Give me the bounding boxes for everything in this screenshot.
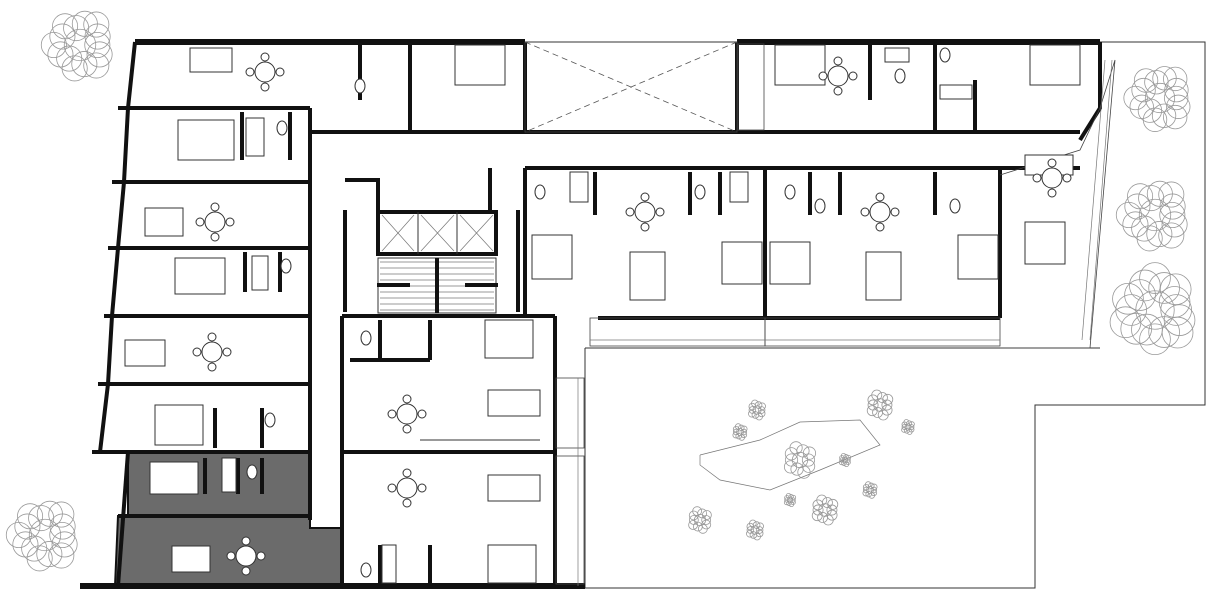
tree bbox=[1115, 180, 1188, 252]
tree bbox=[811, 494, 839, 526]
dining-table bbox=[195, 202, 235, 242]
dining-table bbox=[860, 192, 900, 232]
toilet bbox=[894, 68, 906, 84]
tree bbox=[5, 500, 78, 572]
tree bbox=[901, 419, 915, 435]
tree bbox=[783, 441, 817, 479]
courtyard-landscape bbox=[688, 389, 915, 541]
living-furniture bbox=[124, 47, 1074, 576]
toilet bbox=[280, 258, 292, 274]
dining-table bbox=[245, 52, 285, 92]
dining-table bbox=[818, 56, 858, 96]
tree bbox=[732, 423, 748, 441]
tree bbox=[40, 10, 113, 82]
dining-table bbox=[226, 536, 266, 576]
beds bbox=[149, 44, 1081, 584]
toilet bbox=[360, 562, 372, 578]
tree bbox=[838, 452, 852, 468]
stairs bbox=[343, 168, 520, 314]
dining-table bbox=[387, 468, 427, 508]
toilet bbox=[784, 184, 796, 200]
tree bbox=[866, 389, 894, 421]
toilet bbox=[354, 78, 366, 94]
elevator-core bbox=[376, 210, 498, 256]
balconies bbox=[555, 43, 1116, 586]
tree bbox=[783, 492, 797, 508]
tree bbox=[746, 519, 764, 541]
tree bbox=[862, 481, 878, 499]
toilet bbox=[264, 412, 276, 428]
tree bbox=[1109, 262, 1196, 356]
dining-table bbox=[387, 394, 427, 434]
tree bbox=[748, 399, 766, 421]
site-trees bbox=[5, 10, 1196, 572]
atrium-void bbox=[524, 41, 738, 133]
toilet bbox=[534, 184, 546, 200]
toilet bbox=[360, 330, 372, 346]
toilet bbox=[694, 184, 706, 200]
toilet bbox=[276, 120, 288, 136]
dining-table bbox=[1032, 158, 1072, 198]
toilet bbox=[246, 464, 258, 480]
toilet bbox=[814, 198, 826, 214]
toilet bbox=[939, 47, 951, 63]
bathroom-fixtures bbox=[221, 47, 973, 584]
tree bbox=[688, 506, 712, 534]
tree bbox=[1123, 66, 1191, 132]
interior-walls bbox=[203, 42, 977, 586]
toilet bbox=[949, 198, 961, 214]
dining-table bbox=[192, 332, 232, 372]
dining-table bbox=[625, 192, 665, 232]
